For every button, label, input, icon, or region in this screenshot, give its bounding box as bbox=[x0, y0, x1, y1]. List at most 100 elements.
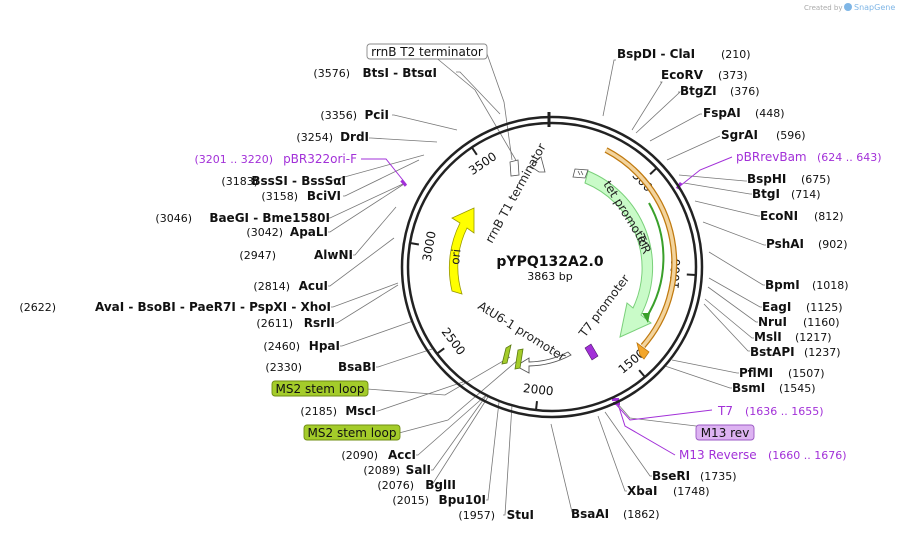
site-pos: (1507) bbox=[788, 367, 825, 380]
primer-lines bbox=[361, 156, 733, 456]
site-label: FspAI bbox=[703, 106, 741, 120]
site-pos: (373) bbox=[718, 69, 748, 82]
snapgene-logo-icon bbox=[844, 3, 852, 11]
site-pos: (1862) bbox=[623, 508, 660, 521]
plasmid-name: pYPQ132A2.0 bbox=[496, 254, 603, 270]
tcr-feature bbox=[584, 170, 665, 338]
site-pos: (2611) bbox=[256, 317, 293, 330]
site-label: AcuI bbox=[299, 279, 328, 293]
atu6-1-promoter-feature bbox=[515, 351, 572, 374]
site-label: DrdI bbox=[340, 130, 369, 144]
primer-label: pBR322ori-F bbox=[283, 152, 357, 166]
site-pos: (2947) bbox=[239, 249, 276, 262]
site-pos: (902) bbox=[818, 238, 848, 251]
bp-tick-label: 3500 bbox=[466, 149, 499, 178]
site-label: StuI bbox=[507, 508, 534, 522]
site-label: MscI bbox=[345, 404, 376, 418]
site-label: BpmI bbox=[765, 278, 800, 292]
site-label: AccI bbox=[388, 448, 416, 462]
site-label: BtsI - BtsαI bbox=[362, 66, 437, 80]
bp-tick-mark bbox=[534, 401, 538, 411]
site-pos: (2622) bbox=[19, 301, 56, 314]
backbone-outer bbox=[400, 115, 704, 419]
backbone bbox=[400, 112, 704, 419]
site-label: SalI bbox=[406, 463, 431, 477]
site-pos: (1125) bbox=[806, 301, 843, 314]
site-pos: (210) bbox=[721, 48, 751, 61]
site-label: BtgI bbox=[752, 187, 780, 201]
rrnb-t1-terminator-feature bbox=[509, 156, 546, 177]
site-pos: (2090) bbox=[341, 449, 378, 462]
site-pos: (1957) bbox=[458, 509, 495, 522]
site-label: BssSI - BssSαI bbox=[251, 174, 346, 188]
primer-range: (1636 .. 1655) bbox=[745, 405, 824, 418]
plasmid-center-label: pYPQ132A2.0 3863 bp bbox=[496, 254, 603, 283]
site-pos: (1735) bbox=[700, 470, 737, 483]
site-pos: (3158) bbox=[261, 190, 298, 203]
orange-feature-arrow bbox=[604, 147, 678, 360]
ms2-stem-loop-label: MS2 stem loop bbox=[276, 382, 365, 396]
site-label: NruI bbox=[758, 315, 787, 329]
snapgene-credit: Created by SnapGene bbox=[804, 3, 895, 12]
site-label: RsrII bbox=[304, 316, 335, 330]
site-pos: (2814) bbox=[253, 280, 290, 293]
bp-tick-mark bbox=[686, 273, 696, 277]
primer-label: T7 bbox=[717, 404, 733, 418]
site-label: PflMI bbox=[739, 366, 773, 380]
bp-tick-mark bbox=[409, 242, 420, 246]
site-label: HpaI bbox=[309, 339, 340, 353]
site-pos: (448) bbox=[755, 107, 785, 120]
site-label: AlwNI bbox=[314, 248, 353, 262]
site-pos: (2089) bbox=[363, 464, 400, 477]
site-pos: (3183) bbox=[221, 175, 258, 188]
site-label: XbaI bbox=[627, 484, 657, 498]
site-pos: (1217) bbox=[795, 331, 832, 344]
ms2-stem-loop-label: MS2 stem loop bbox=[308, 426, 397, 440]
bp-tick-mark bbox=[436, 347, 445, 355]
site-label: BspHI bbox=[747, 172, 786, 186]
rrnb-t2-terminator-label: rrnB T2 terminator bbox=[371, 45, 483, 59]
site-pos: (2330) bbox=[265, 361, 302, 374]
site-label: BsmI bbox=[732, 381, 765, 395]
ori-label: ori bbox=[448, 248, 464, 265]
bp-tick-mark bbox=[649, 167, 658, 175]
bp-tick-label: 3000 bbox=[420, 230, 439, 262]
sites-right: BspDI - ClaI (210) EcoRV (373) BtgZI (37… bbox=[571, 47, 849, 521]
site-label: PshAI bbox=[766, 237, 804, 251]
site-pos: (376) bbox=[730, 85, 760, 98]
sites-left: BtsI - BtsαI (3576) PciI (3356) DrdI (32… bbox=[19, 66, 534, 522]
site-pos: (1237) bbox=[804, 346, 841, 359]
site-label: EcoNI bbox=[760, 209, 798, 223]
site-label: BseRI bbox=[652, 469, 690, 483]
backbone-inner bbox=[406, 121, 698, 413]
site-pos: (1545) bbox=[779, 382, 816, 395]
site-pos: (3046) bbox=[155, 212, 192, 225]
bp-tick-label: 2000 bbox=[522, 381, 554, 398]
site-pos: (2076) bbox=[377, 479, 414, 492]
site-label: EagI bbox=[762, 300, 791, 314]
site-label: BstAPI bbox=[750, 345, 795, 359]
site-label: BsaAI bbox=[571, 507, 609, 521]
primer-labels: pBR322ori-F (3201 .. 3220) pBRrevBam (62… bbox=[194, 150, 881, 462]
site-label: MslI bbox=[754, 330, 782, 344]
site-label: AvaI - BsoBI - PaeR7I - PspXI - XhoI bbox=[95, 300, 331, 314]
site-pos: (2460) bbox=[263, 340, 300, 353]
site-pos: (714) bbox=[791, 188, 821, 201]
site-pos: (1018) bbox=[812, 279, 849, 292]
site-label: BtgZI bbox=[680, 84, 717, 98]
primer-range: (624 .. 643) bbox=[817, 151, 882, 164]
site-label: BaeGI - Bme1580I bbox=[209, 211, 330, 225]
site-label: BglII bbox=[425, 478, 456, 492]
site-pos: (2185) bbox=[300, 405, 337, 418]
label-leader-lines bbox=[328, 50, 766, 516]
primer-range: (3201 .. 3220) bbox=[194, 153, 273, 166]
site-label: BciVI bbox=[307, 189, 341, 203]
site-pos: (812) bbox=[814, 210, 844, 223]
site-label: ApaLI bbox=[290, 225, 328, 239]
site-label: BsaBI bbox=[338, 360, 376, 374]
site-label: EcoRV bbox=[661, 68, 704, 82]
credit-brand: SnapGene bbox=[854, 3, 895, 12]
credit-prefix: Created by bbox=[804, 4, 843, 12]
tet-promoter-feature bbox=[572, 168, 589, 179]
site-pos: (675) bbox=[801, 173, 831, 186]
